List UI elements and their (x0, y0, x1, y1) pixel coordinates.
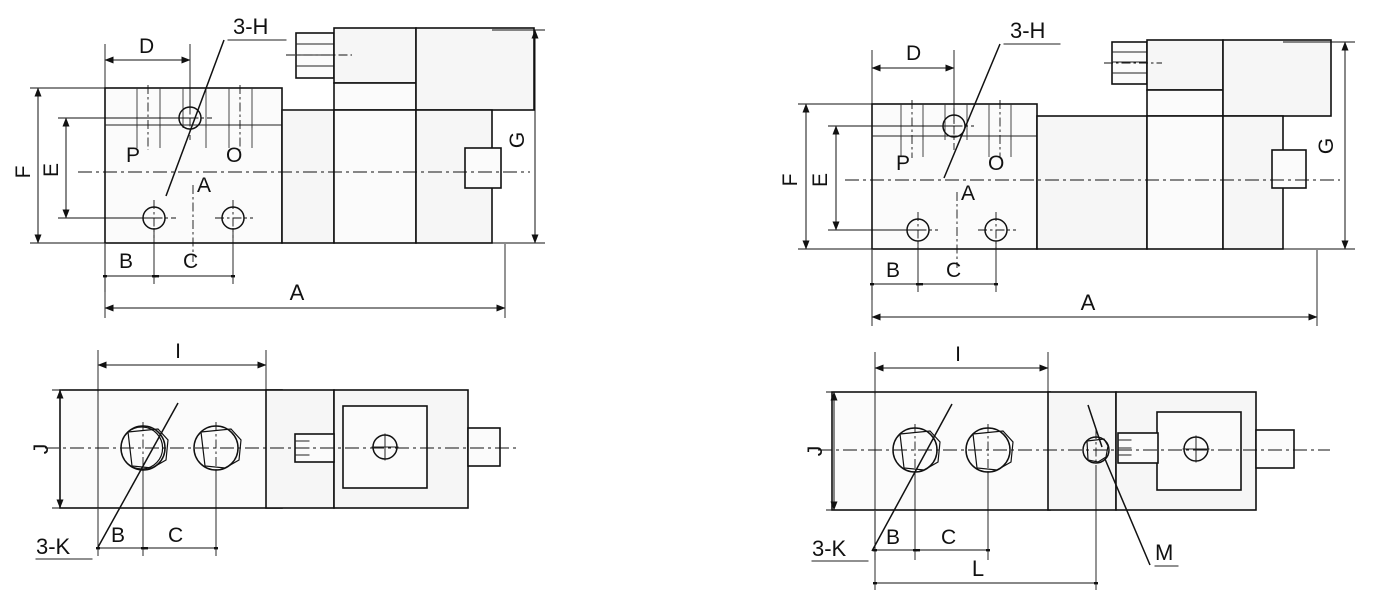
dimension-d-label-tr: D (906, 42, 921, 65)
dimension-f-label-tr: F (779, 174, 802, 187)
dimension-j-label-br: J (804, 446, 827, 457)
port-a-label-tl: A (197, 174, 211, 197)
callout-3h-label-tr: 3-H (1010, 18, 1045, 43)
dimension-e-tr: E (809, 125, 954, 231)
dimension-d-label-tl: D (139, 35, 154, 58)
dimension-b-label-br: B (886, 526, 900, 549)
port-a-label-tr: A (961, 182, 975, 205)
body-transition-tr (1036, 115, 1284, 250)
dimension-f-tr: F (779, 103, 874, 250)
dimension-i-bl: I (97, 340, 267, 392)
callout-3k-label-bl: 3-K (36, 534, 71, 559)
port-o-label-tr: O (988, 152, 1004, 175)
valve-body-tr (871, 100, 1038, 250)
port-o-label-tl: O (226, 144, 242, 167)
dimension-f-tl: F (12, 87, 106, 244)
callout-m-label-br: M (1155, 540, 1173, 565)
dimension-j-label-bl: J (30, 444, 53, 455)
dimension-e-label-tl: E (40, 163, 63, 177)
port-hole-o-tr (978, 212, 1016, 248)
valve-body-plan-br (831, 391, 1295, 511)
top-right-front-view: 3-H P O A D F E G (779, 18, 1355, 326)
coil-housing-tr (1146, 39, 1332, 117)
dimension-c-label-tr: C (946, 259, 961, 282)
leader-3k-br (871, 403, 953, 552)
dimension-a-tr: A (871, 250, 1318, 326)
dimension-g-tr: G (1283, 41, 1355, 250)
dimension-i-label-br: I (955, 343, 961, 366)
dimension-i-label-bl: I (175, 340, 181, 363)
adjust-screw-br (1182, 435, 1210, 463)
dimension-c-label-tl: C (183, 250, 198, 273)
leader-m-br (1104, 458, 1151, 566)
dimension-b-label-bl: B (111, 524, 125, 547)
dimension-a-tl: A (104, 244, 506, 318)
dimension-g-tl: G (492, 29, 545, 244)
leader-m2-br (1087, 404, 1103, 448)
port-p-label-tr: P (896, 152, 910, 175)
callout-3k-label-br: 3-K (812, 536, 847, 561)
top-left-front-view: 3-H P O A D F E (12, 14, 545, 318)
port-small-m-br (1082, 430, 1110, 470)
leader-3h-tr (943, 43, 1001, 179)
adjust-screw-bl (371, 433, 399, 461)
bottom-right-plan-view: 3-K M I J B C (804, 343, 1330, 590)
dimension-l-br: L (873, 470, 1098, 590)
dimension-b-label-tr: B (886, 259, 900, 282)
dimension-d-tr: D (871, 42, 955, 124)
connector-housing-tr (1104, 39, 1224, 91)
dimension-j-bl: J (30, 389, 100, 509)
dimension-a-label-tr: A (1081, 290, 1096, 315)
dimension-d-tl: D (104, 35, 191, 112)
end-stub-tl (464, 147, 502, 189)
dimension-l-label-br: L (972, 556, 984, 581)
dimension-e-label-tr: E (809, 173, 832, 187)
dimension-i-br: I (874, 343, 1049, 394)
dimension-bc-tl: B C (103, 228, 235, 292)
dimension-j-br: J (804, 391, 876, 511)
bottom-left-plan-view: 3-K I J B C (30, 340, 520, 560)
dimension-bc-bl: B C (96, 470, 218, 556)
dimension-g-label-tr: G (1315, 138, 1338, 154)
leader-3h-tl (165, 39, 225, 197)
port-p-label-tl: P (126, 144, 140, 167)
leader-3k-bl (96, 402, 179, 550)
dimension-g-label-tl: G (506, 132, 529, 148)
dimension-a-label-tl: A (290, 280, 305, 305)
valve-body-plan-bl (59, 389, 501, 509)
dimension-e-tl: E (40, 117, 190, 219)
end-stub-tr (1271, 149, 1307, 189)
body-transition-tl (281, 109, 493, 244)
dimension-c-label-br: C (941, 526, 956, 549)
dimension-c-label-bl: C (168, 524, 183, 547)
callout-3h-label-tl: 3-H (233, 14, 268, 39)
dimension-f-label-tl: F (12, 166, 35, 179)
valve-body-tl (104, 85, 283, 244)
connector-housing-tl (286, 27, 417, 84)
dimension-b-label-tl: B (119, 250, 133, 273)
